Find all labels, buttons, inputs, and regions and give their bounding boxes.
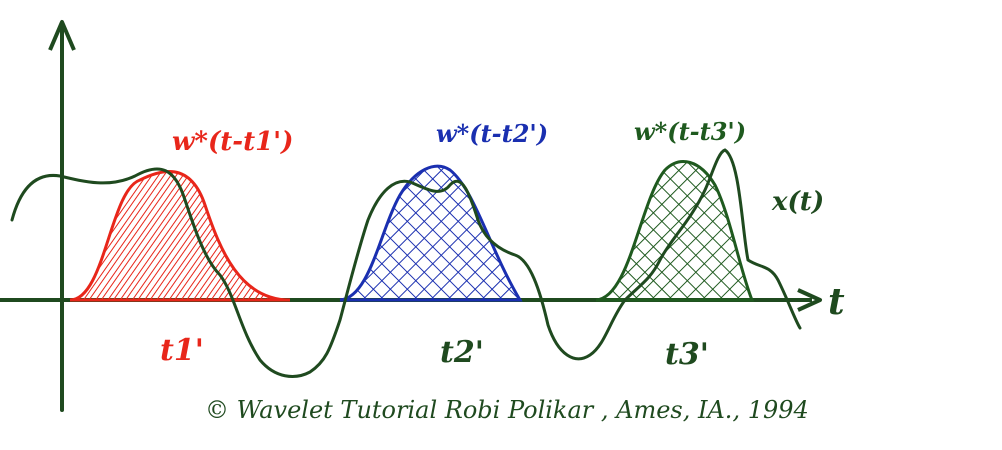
window-2-fill — [339, 164, 523, 302]
window-1-fill — [69, 170, 291, 302]
signal-curve — [10, 148, 802, 378]
t3-label: t3' — [665, 337, 709, 372]
signal-label: x(t) — [771, 187, 824, 217]
window-1-label: w*(t-t1') — [172, 127, 293, 157]
x-axis-arrowhead — [797, 288, 822, 312]
y-axis-arrowhead — [48, 20, 76, 51]
time-axis-label: t — [828, 281, 845, 323]
t2-label: t2' — [440, 335, 484, 370]
copyright-text: © Wavelet Tutorial Robi Polikar , Ames, … — [205, 396, 809, 424]
window-3-fill — [595, 160, 755, 302]
t1-label: t1' — [160, 333, 204, 368]
window-2-label: w*(t-t2') — [436, 119, 548, 148]
window-3-label: w*(t-t3') — [634, 117, 746, 146]
